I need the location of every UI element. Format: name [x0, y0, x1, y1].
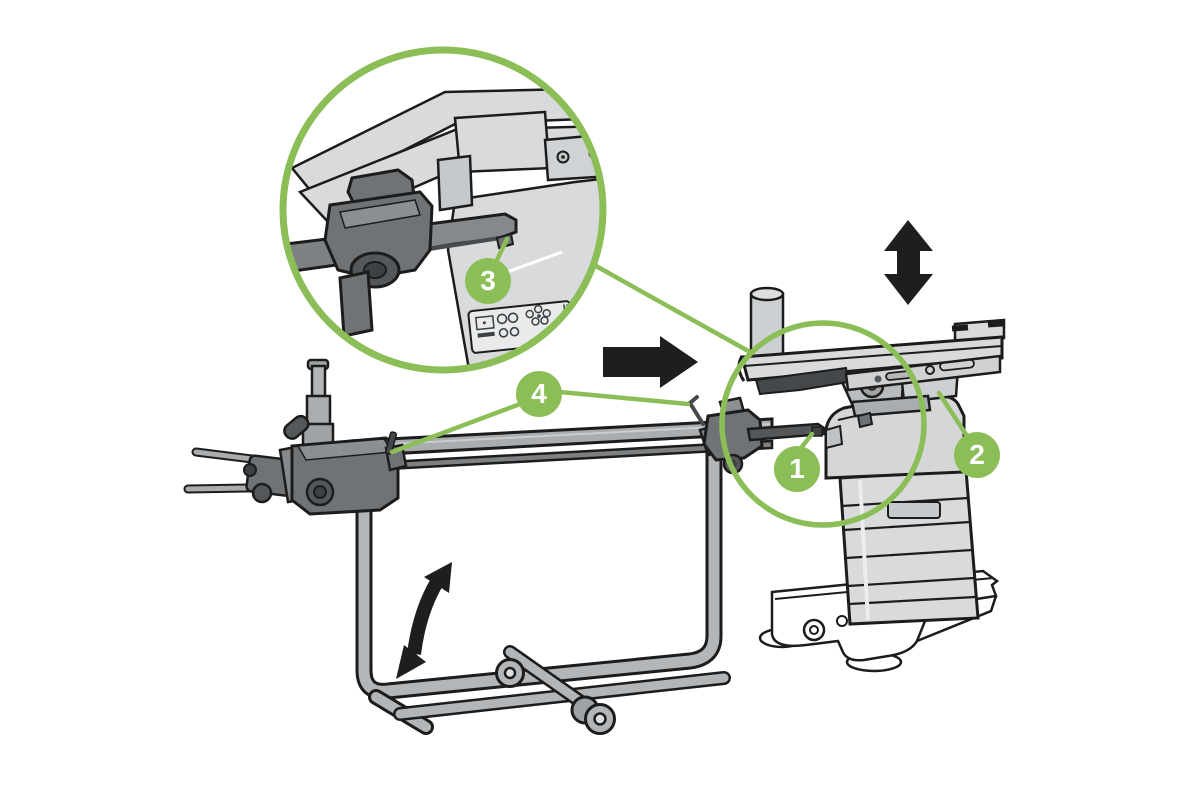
callout-2-badge: 2	[954, 432, 1000, 478]
callout-4-badge: 4	[516, 371, 562, 417]
lock-pin-left	[384, 431, 398, 455]
docking-bar	[746, 422, 826, 442]
transport-cart-frame	[355, 448, 731, 735]
docking-area-highlight-circle	[719, 320, 927, 528]
table-column	[838, 468, 980, 626]
caster-wheel	[495, 658, 525, 688]
side-rail-assembly	[183, 358, 774, 516]
double-caster-wheel	[570, 695, 616, 735]
magnified-detail-circle	[279, 46, 607, 374]
callout-leader-lines	[389, 236, 970, 455]
cart-post	[301, 358, 335, 450]
operating-table	[737, 286, 1006, 673]
up-down-double-arrow-icon	[884, 220, 933, 305]
tabletop	[737, 318, 1006, 396]
lock-pin-right	[688, 395, 705, 426]
callout-3-badge: 3	[465, 258, 511, 304]
callout-1-badge: 1	[774, 446, 820, 492]
curved-double-arrow-icon	[396, 562, 452, 679]
right-arrow-icon	[603, 336, 698, 388]
magnifier-connector-line	[594, 264, 752, 354]
rail-end-clamp	[688, 395, 826, 475]
table-side-rail	[844, 354, 1002, 392]
